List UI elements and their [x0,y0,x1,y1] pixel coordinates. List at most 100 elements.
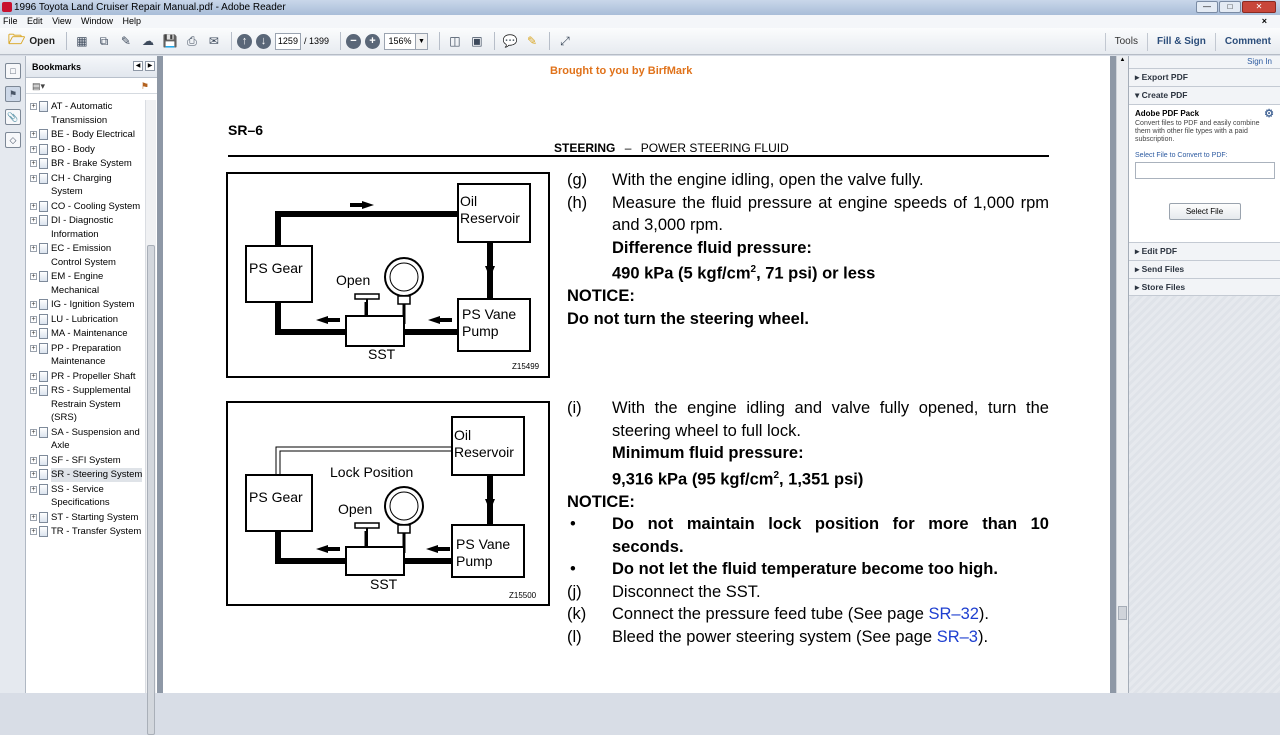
expand-plus-icon[interactable]: + [30,245,37,252]
zoom-in-icon[interactable]: + [364,33,380,49]
bookmark-item[interactable]: + TR - Transfer System [26,525,144,540]
bookmark-item[interactable]: +EC - Emission Control System [26,242,144,270]
bookmark-item[interactable]: +CO - Cooling System [26,200,144,215]
scroll-up-icon[interactable]: ▲ [1119,57,1126,63]
bookmarks-icon[interactable]: ⚑ [5,86,21,102]
expand-plus-icon[interactable]: + [30,528,37,535]
zoom-dropdown-icon[interactable]: ▼ [415,32,428,50]
bookmark-item[interactable]: +CH - Charging System [26,172,144,200]
options-menu-icon[interactable]: ▤▾ [32,81,46,91]
page-link-sr-3[interactable]: SR–3 [936,627,978,646]
bookmark-item[interactable]: +IG - Ignition System [26,298,144,313]
edit-pdf-icon[interactable]: ✎ [120,34,131,48]
expand-plus-icon[interactable]: + [30,372,37,380]
expand-plus-icon[interactable]: + [30,485,37,493]
bookmark-item[interactable]: +SR - Steering System [26,468,144,483]
maximize-button[interactable]: □ [1219,1,1241,13]
bookmark-label: TR - Transfer System [51,526,142,537]
expand-plus-icon[interactable]: + [30,315,37,323]
page-number-input[interactable]: 1259 [274,32,301,50]
bookmark-item[interactable]: +BR - Brake System [26,157,144,172]
bookmark-item[interactable]: +EM - Engine Mechanical [26,270,144,298]
send-files-section[interactable]: ▸ Send Files [1129,260,1280,278]
fill-sign-tab[interactable]: Fill & Sign [1146,32,1215,51]
bookmark-item[interactable]: +BO - Body [26,143,144,158]
expand-plus-icon[interactable]: + [30,344,37,352]
menu-file[interactable]: File [3,16,18,26]
open-button[interactable]: 🗁 Open [4,31,59,51]
bookmark-item[interactable]: +DI - Diagnostic Information [26,214,144,242]
close-document-icon[interactable]: × [1261,16,1267,26]
expand-plus-icon[interactable]: + [30,471,37,478]
tools-tab[interactable]: Tools [1104,32,1147,51]
spec-title: Difference fluid pressure: [612,238,812,257]
store-files-section[interactable]: ▸ Store Files [1129,278,1280,296]
collapse-panel-icon[interactable]: ◀ [133,61,143,71]
bookmarks-scrollbar[interactable] [145,100,156,735]
zoom-out-icon[interactable]: − [345,33,361,49]
bookmark-item[interactable]: +PR - Propeller Shaft [26,370,144,385]
expand-plus-icon[interactable]: + [30,301,37,308]
email-icon[interactable]: ✉ [208,34,219,48]
bookmark-item[interactable]: +BE - Body Electrical [26,128,144,143]
menu-edit[interactable]: Edit [27,16,43,26]
print-icon[interactable]: ⎙ [187,33,197,48]
close-window-button[interactable]: ✕ [1242,1,1276,13]
select-file-button[interactable]: Select File [1168,203,1241,220]
attachments-icon[interactable]: 📎 [5,109,21,125]
expand-plus-icon[interactable]: + [30,145,37,153]
expand-plus-icon[interactable]: + [30,160,37,167]
expand-plus-icon[interactable]: + [30,330,37,337]
export-pdf-section[interactable]: ▸ Export PDF [1129,68,1280,86]
comment-bubble-icon[interactable]: 💬 [502,34,518,48]
bookmark-item[interactable]: +PP - Preparation Maintenance [26,342,144,370]
page-thumbnails-icon[interactable]: □ [5,63,21,79]
menu-view[interactable]: View [52,16,72,26]
create-pdf-icon[interactable]: ▦ [76,34,88,48]
expand-plus-icon[interactable]: + [30,174,37,182]
fit-page-icon[interactable]: ◫ [449,34,461,48]
minimize-button[interactable]: — [1196,1,1218,13]
save-icon[interactable]: 💾 [162,34,178,48]
bookmark-item[interactable]: +LU - Lubrication [26,313,144,328]
expand-plus-icon[interactable]: + [30,217,37,224]
bookmark-item[interactable]: +SA - Suspension and Axle [26,426,144,454]
expand-plus-icon[interactable]: + [30,131,37,138]
document-scrollbar[interactable]: ▲ [1116,56,1128,693]
cloud-icon[interactable]: ☁ [141,34,154,48]
scrollbar-thumb[interactable] [147,245,155,735]
menu-help[interactable]: Help [122,16,141,26]
expand-panel-icon[interactable]: ▶ [145,61,155,71]
page-link-sr-32[interactable]: SR–32 [928,605,979,623]
comment-tab[interactable]: Comment [1214,32,1280,51]
bookmark-item[interactable]: +AT - Automatic Transmission [26,100,144,128]
fullscreen-icon[interactable]: ⤢ [560,33,570,48]
expand-plus-icon[interactable]: + [30,456,37,464]
bookmark-item[interactable]: +RS - Supplemental Restrain System (SRS) [26,384,144,426]
menu-window[interactable]: Window [80,16,113,26]
expand-plus-icon[interactable]: + [30,387,37,394]
expand-plus-icon[interactable]: + [30,202,37,210]
layers-icon[interactable]: ◇ [5,132,21,148]
next-page-icon[interactable]: ↓ [255,33,271,49]
expand-bookmark-icon[interactable]: ⚑ [140,81,149,91]
sign-in-link[interactable]: Sign In [1247,57,1272,66]
scrollbar-thumb[interactable] [1118,606,1127,620]
expand-plus-icon[interactable]: + [30,428,37,436]
create-pdf-section[interactable]: ▾ Create PDF [1129,86,1280,104]
combine-files-icon[interactable]: ⧉ [99,33,109,48]
help-icon[interactable]: ⚙ [1264,108,1274,120]
file-path-input[interactable] [1135,162,1275,179]
edit-pdf-section[interactable]: ▸ Edit PDF [1129,242,1280,260]
expand-plus-icon[interactable]: + [30,273,37,280]
previous-page-icon[interactable]: ↑ [236,33,252,49]
bookmark-item[interactable]: +ST - Starting System [26,511,144,526]
zoom-level-input[interactable]: 156% [383,32,416,50]
expand-plus-icon[interactable]: + [30,513,37,521]
highlight-icon[interactable]: ✎ [526,34,537,48]
expand-plus-icon[interactable]: + [30,103,37,110]
bookmark-item[interactable]: +SF - SFI System [26,454,144,469]
fit-width-icon[interactable]: ▣ [471,34,483,48]
bookmark-item[interactable]: +SS - Service Specifications [26,483,144,511]
bookmark-item[interactable]: +MA - Maintenance [26,327,144,342]
